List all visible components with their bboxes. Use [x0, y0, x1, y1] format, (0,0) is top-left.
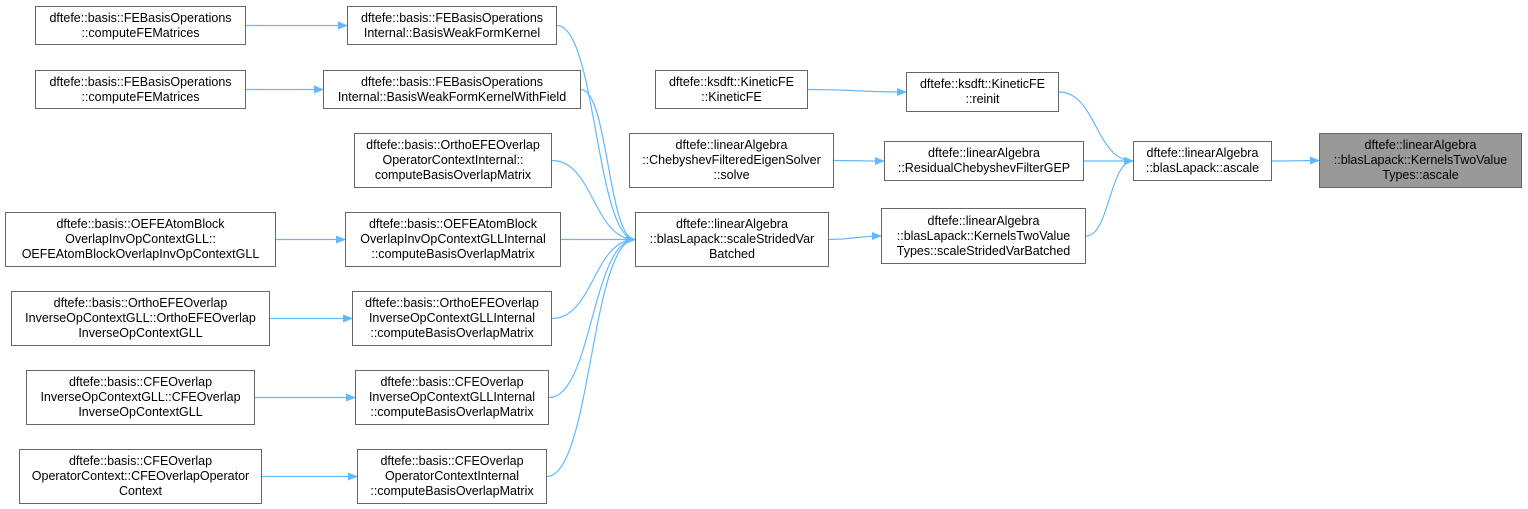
node-label-line: OperatorContextInternal::: [382, 153, 524, 167]
node-orthoefe-overlap-inverseopcontextgllinternal[interactable]: dftefe::basis::OrthoEFEOverlap InverseOp…: [352, 291, 552, 346]
edge-n14-to-n19: [828, 232, 882, 241]
node-label-line: dftefe::basis::CFEOverlap: [380, 454, 524, 468]
edge-n9-to-n14: [551, 235, 636, 320]
node-basisweakformkernel[interactable]: dftefe::basis::FEBasisOperations Interna…: [347, 6, 557, 45]
node-oefeatomblock-overlapinvopcontextgllinternal[interactable]: dftefe::basis::OEFEAtomBlock OverlapInvO…: [345, 212, 561, 267]
node-label-line: dftefe::linearAlgebra: [1146, 146, 1259, 160]
node-label-line: dftefe::basis::FEBasisOperations: [360, 74, 544, 89]
edge-n17-to-n18: [833, 156, 885, 165]
node-cfeoverlap-inverseopcontextgll[interactable]: dftefe::basis::CFEOverlap InverseOpConte…: [26, 370, 255, 425]
node-label-line: dftefe::linearAlgebra: [927, 213, 1040, 228]
edge-n19-to-n20: [1085, 157, 1134, 237]
edge-n3-to-n14: [556, 24, 636, 244]
node-label-line: computeBasisOverlapMatrix: [374, 168, 532, 182]
node-kineticfe-reinit[interactable]: dftefe::ksdft::KineticFE ::reinit: [906, 72, 1059, 112]
node-label-line: dftefe::linearAlgebra: [928, 146, 1040, 160]
node-label-line: dftefe::ksdft::KineticFE: [919, 77, 1046, 91]
node-label-line: ::computeBasisOverlapMatrix: [371, 247, 535, 261]
node-label-line: dftefe::basis::OrthoEFEOverlap: [365, 296, 539, 310]
node-label-line: dftefe::basis::OEFEAtomBlock: [368, 217, 538, 231]
node-scalestridedvarbatched[interactable]: dftefe::linearAlgebra ::blasLapack::scal…: [635, 212, 829, 267]
node-label-line: ::blasLapack::scaleStridedVar: [649, 232, 815, 246]
node-label-line: dftefe::basis::OEFEAtomBlock: [56, 217, 225, 231]
node-residualchebyshevfiltergep[interactable]: dftefe::linearAlgebra ::ResidualChebyshe…: [884, 141, 1084, 181]
node-label-line: ::blasLapack::KernelsTwoValue: [896, 228, 1071, 243]
node-label-line: dftefe::basis::OrthoEFEOverlap: [53, 296, 228, 310]
node-label-line: InverseOpContextGLL::CFEOverlap: [40, 390, 241, 404]
node-kineticfe-constructor[interactable]: dftefe::ksdft::KineticFE ::KineticFE: [655, 70, 808, 109]
node-cfeoverlap-operatorcontext[interactable]: dftefe::basis::CFEOverlap OperatorContex…: [19, 449, 262, 504]
node-label-line: ::ResidualChebyshevFilterGEP: [897, 161, 1071, 175]
node-label-line: ::KineticFE: [701, 89, 762, 104]
node-label-line: InverseOpContextGLLInternal: [368, 311, 536, 325]
node-label-line: OverlapInvOpContextGLLInternal: [360, 232, 546, 246]
node-orthoefe-overlap-operatorcontextinternal[interactable]: dftefe::basis::OrthoEFEOverlap OperatorC…: [354, 133, 552, 188]
node-label-line: InverseOpContextGLL: [78, 405, 203, 419]
node-label-line: Types::scaleStridedVarBatched: [896, 243, 1071, 258]
node-label-line: InverseOpContextGLLInternal: [368, 390, 536, 404]
node-label-line: OperatorContextInternal: [384, 469, 520, 483]
node-label-line: ::ChebyshevFilteredEigenSolver: [642, 153, 821, 167]
node-kernelstwovaluetypes-scalestridedvarbatched[interactable]: dftefe::linearAlgebra ::blasLapack::Kern…: [881, 208, 1086, 264]
node-label-line: dftefe::basis::CFEOverlap: [380, 375, 524, 389]
edge-n13-to-n14: [546, 235, 636, 478]
node-label-line: ::computeFEMatrices: [81, 25, 200, 40]
node-label-line: OperatorContext::CFEOverlapOperator: [31, 469, 250, 483]
node-label-line: ::blasLapack::ascale: [1145, 161, 1260, 175]
node-label-line: ::computeBasisOverlapMatrix: [370, 405, 534, 419]
node-kernelstwovaluetypes-ascale-root: dftefe::linearAlgebra ::blasLapack::Kern…: [1319, 133, 1522, 188]
node-label-line: Batched: [709, 247, 755, 261]
node-label-line: InverseOpContextGLL: [78, 326, 203, 340]
node-cfeoverlap-operatorcontextinternal[interactable]: dftefe::basis::CFEOverlap OperatorContex…: [357, 449, 547, 504]
node-label-line: ::solve: [713, 168, 750, 182]
node-label-line: ::computeBasisOverlapMatrix: [370, 326, 534, 340]
node-label-line: dftefe::basis::CFEOverlap: [68, 454, 213, 468]
node-label-line: InverseOpContextGLL::OrthoEFEOverlap: [25, 311, 256, 325]
node-label-line: Internal::BasisWeakFormKernelWithField: [337, 89, 567, 104]
node-label-line: ::computeFEMatrices: [81, 89, 200, 104]
edge-n16-to-n20: [1058, 91, 1134, 165]
node-label-line: dftefe::basis::FEBasisOperations: [49, 74, 232, 89]
node-blaslapack-ascale[interactable]: dftefe::linearAlgebra ::blasLapack::asca…: [1133, 141, 1272, 181]
node-febasis-computefematrices-2[interactable]: dftefe::basis::FEBasisOperations ::compu…: [35, 70, 246, 109]
node-chebyshevfilteredeigensolver-solve[interactable]: dftefe::linearAlgebra ::ChebyshevFiltere…: [629, 133, 834, 188]
node-orthoefe-overlap-inverseopcontextgll[interactable]: dftefe::basis::OrthoEFEOverlap InverseOp…: [11, 291, 270, 346]
node-label-line: dftefe::linearAlgebra: [675, 138, 788, 152]
node-label-line: OEFEAtomBlockOverlapInvOpContextGLL: [21, 247, 260, 261]
edges-group: [246, 21, 1320, 481]
node-label-line: ::reinit: [965, 92, 1000, 106]
node-label-line: dftefe::basis::FEBasisOperations: [360, 10, 544, 25]
node-label-line: dftefe::basis::FEBasisOperations: [49, 10, 232, 25]
node-oefeatomblock-overlapinvopcontextgll[interactable]: dftefe::basis::OEFEAtomBlock OverlapInvO…: [5, 212, 276, 267]
node-label-line: ::blasLapack::KernelsTwoValue: [1333, 153, 1508, 167]
node-cfeoverlap-inverseopcontextgllinternal[interactable]: dftefe::basis::CFEOverlap InverseOpConte…: [355, 370, 549, 425]
edge-n15-to-n16: [807, 87, 907, 96]
node-label-line: dftefe::basis::OrthoEFEOverlap: [366, 138, 540, 152]
edge-n4-to-n14: [580, 88, 636, 244]
node-label-line: dftefe::basis::CFEOverlap: [68, 375, 213, 389]
node-label-line: Types::ascale: [1382, 168, 1459, 182]
edge-n20-to-n21: [1271, 156, 1320, 165]
node-label-line: dftefe::linearAlgebra: [1364, 138, 1477, 152]
node-febasis-computefematrices-1[interactable]: dftefe::basis::FEBasisOperations ::compu…: [35, 6, 246, 45]
edge-n11-to-n14: [548, 235, 636, 399]
node-label-line: Context: [118, 484, 163, 498]
node-label-line: dftefe::ksdft::KineticFE: [668, 74, 795, 89]
node-label-line: OverlapInvOpContextGLL::: [65, 232, 216, 246]
node-label-line: dftefe::linearAlgebra: [676, 217, 788, 231]
node-basisweakformkernelwithfield[interactable]: dftefe::basis::FEBasisOperations Interna…: [323, 70, 581, 109]
node-label-line: Internal::BasisWeakFormKernel: [363, 25, 541, 40]
edge-n5-to-n14: [551, 159, 636, 244]
node-label-line: ::computeBasisOverlapMatrix: [370, 484, 534, 498]
